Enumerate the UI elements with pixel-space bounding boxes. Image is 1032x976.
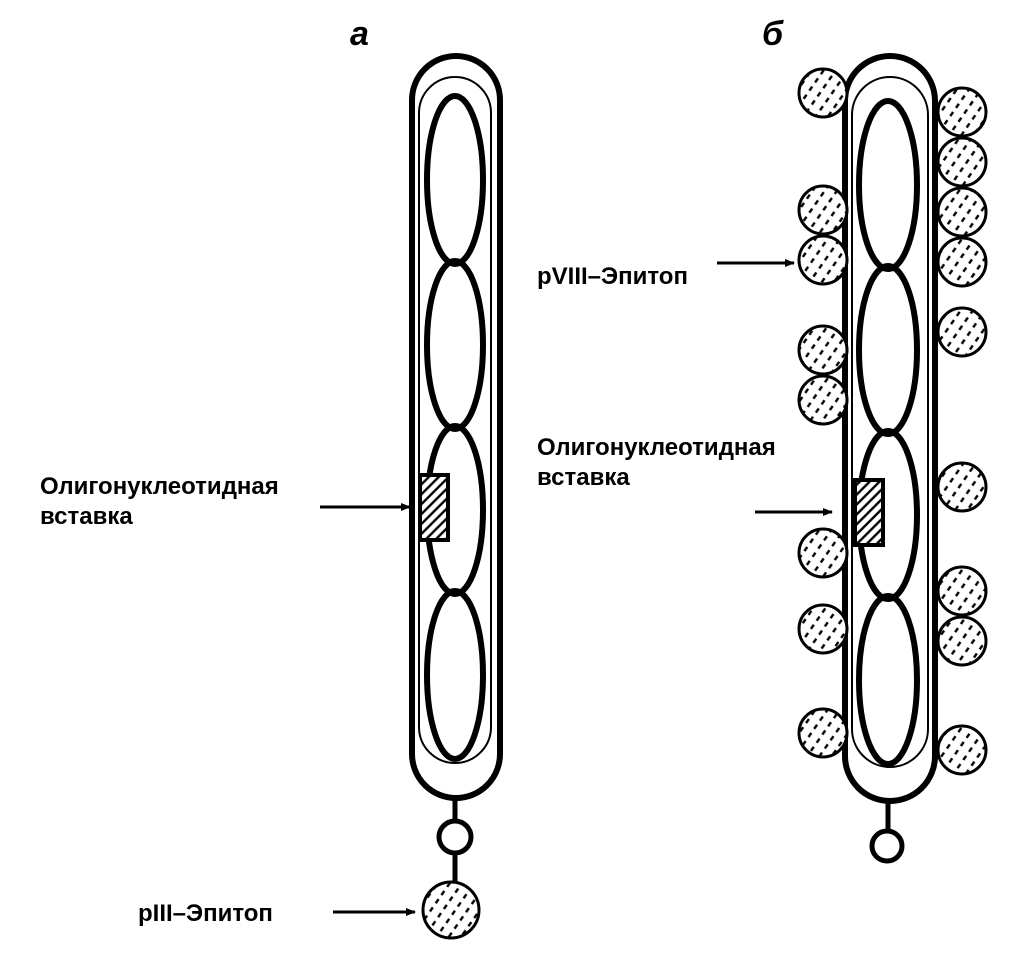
dna-loop	[856, 593, 920, 767]
panel-b: б	[537, 15, 988, 864]
pviii-epitope	[936, 86, 988, 138]
pviii-epitopes-left	[797, 67, 849, 759]
oligonucleotide-insert	[853, 478, 885, 547]
insert-label-a-line1: Олигонуклеотидная	[40, 473, 279, 500]
phage-inner-outline	[851, 76, 929, 768]
pviii-epitope	[797, 184, 849, 236]
pviii-epitope	[797, 603, 849, 655]
pviii-epitope	[936, 306, 988, 358]
phage-inner-outline	[418, 76, 492, 764]
dna-loop	[424, 588, 486, 762]
piii-epitope	[421, 880, 481, 940]
pviii-epitope	[936, 615, 988, 667]
pviii-epitope	[797, 374, 849, 426]
pviii-epitope	[936, 565, 988, 617]
insert-label-a-line2: вставка	[40, 503, 133, 530]
pviii-epitope	[797, 527, 849, 579]
oligonucleotide-insert	[418, 473, 450, 542]
pviii-epitope	[797, 707, 849, 759]
pviii-epitope	[936, 724, 988, 776]
pviii-epitope	[936, 186, 988, 238]
pviii-epitope	[797, 324, 849, 376]
pviii-epitope	[797, 234, 849, 286]
pviii-epitope	[797, 67, 849, 119]
pviii-epitope	[936, 461, 988, 513]
pviii-epitope	[936, 236, 988, 288]
piii-epitope-label: pIII–Эпитоп	[138, 900, 273, 927]
panel-a: а Олигонуклеотидная вставка pIII–Эпитоп	[40, 15, 503, 940]
pviii-epitope	[936, 136, 988, 188]
pviii-epitope-label: pVIII–Эпитоп	[537, 263, 688, 290]
piii-protein	[869, 828, 905, 864]
insert-label-b-line2: вставка	[537, 464, 630, 491]
piii-protein	[436, 818, 474, 856]
panel-a-label: а	[350, 15, 369, 53]
insert-label-b-line1: Олигонуклеотидная	[537, 434, 776, 461]
panel-b-label: б	[762, 15, 784, 53]
pviii-epitopes-right	[936, 86, 988, 776]
